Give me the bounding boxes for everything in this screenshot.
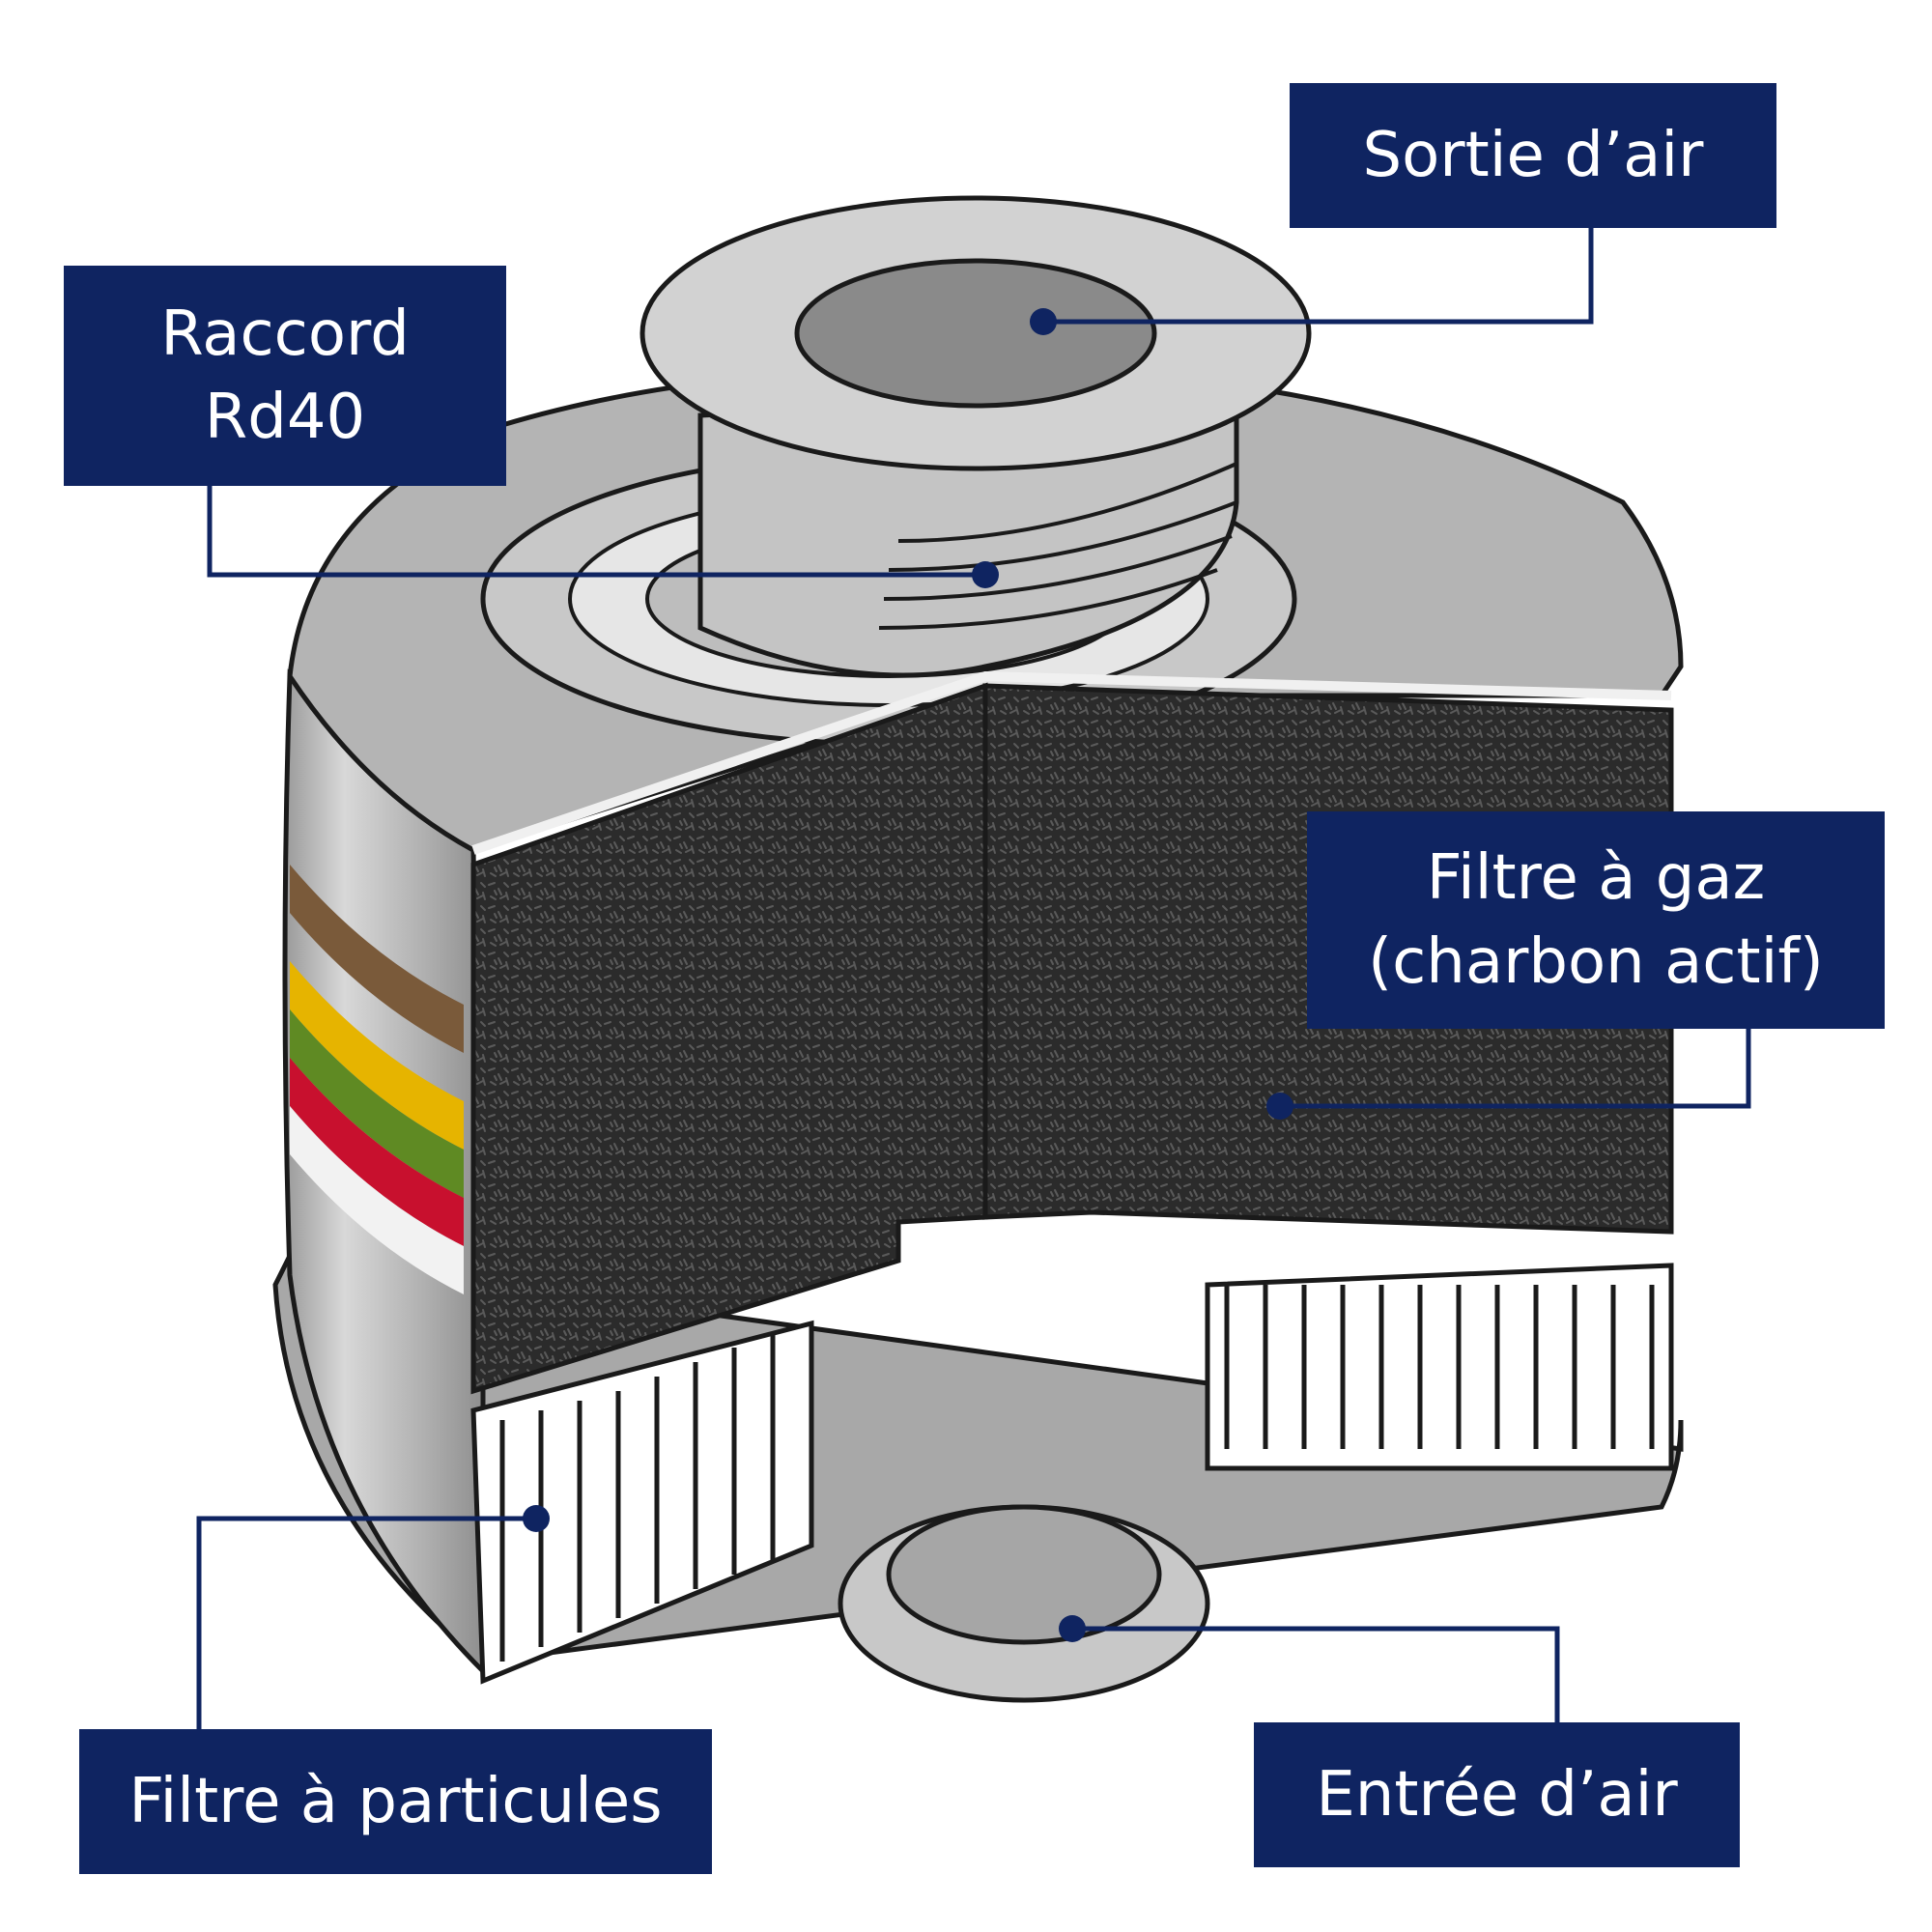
label-raccord-line2: Rd40 [204,382,366,453]
stripe-brown [290,865,464,1053]
thread-lines [878,462,1237,630]
label-entree-air: Entrée d’air [1254,1722,1740,1867]
label-filtre-gaz-line1: Filtre à gaz [1426,842,1766,915]
label-sortie-air-text: Sortie d’air [1362,119,1704,191]
leader-filtre-gaz [1280,1029,1751,1109]
label-filtre-particules-text: Filtre à particules [128,1765,663,1837]
label-sortie-air: Sortie d’air [1290,83,1776,228]
dot-entree-air [1059,1615,1086,1642]
stripe-yellow [290,961,464,1150]
stripe-red [290,1058,464,1246]
threaded-connector [639,195,1312,678]
pleat-section-left [470,1320,814,1685]
label-raccord-line1: Raccord [160,298,410,370]
stripe-green [290,1009,464,1198]
leader-raccord [207,486,985,578]
pleat-section-right [1205,1263,1674,1471]
pleat-lines-left [499,1333,776,1662]
label-raccord-rd40: Raccord Rd40 [64,266,506,486]
colour-code-stripes [290,865,464,1294]
label-filtre-particules: Filtre à particules [79,1729,712,1874]
label-filtre-gaz-line2: (charbon actif) [1368,925,1824,998]
particle-filter-pleats [470,1263,1674,1685]
dot-sortie-air [1030,308,1057,335]
label-filtre-gaz: Filtre à gaz (charbon actif) [1307,811,1885,1029]
dot-raccord [972,561,999,588]
pleat-lines-right [1224,1285,1655,1449]
carbon-top-edge [471,670,1672,855]
air-inlet-port [838,1504,1210,1703]
outlet-opening [794,258,1157,409]
leader-entree-air [1072,1626,1560,1722]
stripe-white [290,1106,464,1294]
leader-filtre-particules [196,1516,536,1729]
dot-filtre-gaz [1266,1093,1293,1120]
dot-filtre-particules [523,1505,550,1532]
label-entree-air-text: Entrée d’air [1316,1758,1678,1831]
leader-sortie-air [1043,228,1594,325]
